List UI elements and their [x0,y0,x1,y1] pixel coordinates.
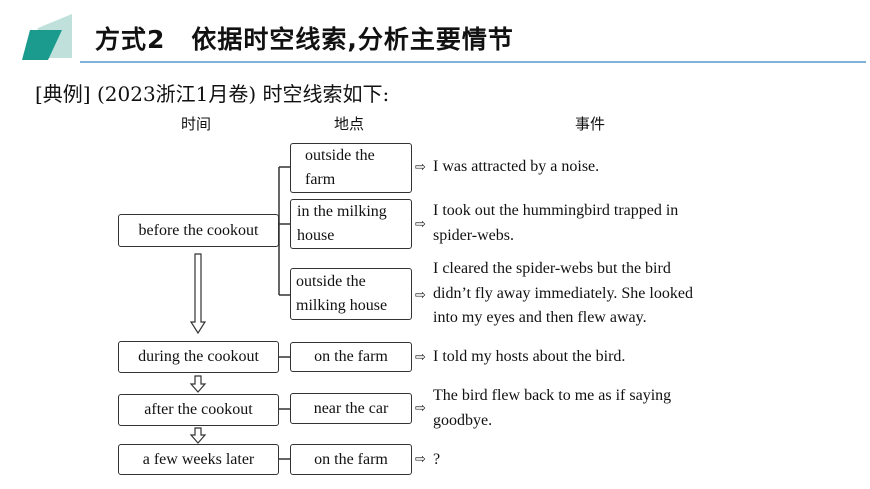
event-line: goodbye. [433,411,493,429]
column-header-event: 事件 [575,115,606,133]
down-arrow-long [189,253,207,335]
place-box-outside-farm: outside the farm [290,143,412,193]
place-box-milking-house: in the milking house [290,199,412,249]
time-label: after the cookout [144,401,253,418]
event-text: I was attracted by a noise. [433,155,599,180]
event-text: I took out the hummingbird trapped in sp… [433,199,678,248]
right-arrow-icon: ⇨ [415,160,426,175]
time-box-during: during the cookout [118,341,279,373]
event-text: I told my hosts about the bird. [433,345,625,370]
event-text: The bird flew back to me as if saying go… [433,384,671,433]
place-line: outside the [305,147,375,164]
event-line: didn’t fly away immediately. She looked [433,284,693,302]
place-label: on the farm [314,348,388,365]
place-box-later: on the farm [290,444,412,475]
place-label: near the car [313,399,389,417]
time-box-after: after the cookout [118,394,279,426]
event-line: I cleared the spider-webs but the bird [433,260,671,277]
column-header-time: 时间 [181,115,212,133]
time-label: a few weeks later [142,450,255,468]
place-line: in the milking [297,203,387,220]
event-line: spider-webs. [433,226,514,244]
event-line: into my eyes and then flew away. [433,309,647,326]
place-line: house [297,227,335,244]
event-line: I took out the hummingbird trapped in [433,202,679,219]
bracket-lines [278,166,290,460]
event-line: I was attracted by a noise. [433,158,600,175]
time-label: during the cookout [138,348,259,365]
place-box-outside-milking-house: outside the milking house [290,268,412,320]
right-arrow-icon: ⇨ [415,350,426,365]
right-arrow-icon: ⇨ [415,288,426,303]
right-arrow-icon: ⇨ [415,452,426,467]
time-box-before: before the cookout [118,214,279,247]
place-line: farm [305,171,336,188]
place-line: outside the [296,273,366,290]
right-arrow-icon: ⇨ [415,401,426,416]
header-accent-dark [22,30,62,60]
place-box-during: on the farm [290,342,412,372]
place-box-after: near the car [290,393,412,424]
event-text: I cleared the spider-webs but the bird d… [433,257,693,331]
section-title: 方式2 依据时空线索,分析主要情节 [95,25,514,54]
column-header-place: 地点 [334,115,365,133]
place-line: milking house [296,297,388,314]
down-arrow-short-2 [189,427,207,444]
example-intro: [典例] (2023浙江1月卷) 时空线索如下: [35,82,390,106]
place-label: on the farm [314,450,388,468]
time-box-later: a few weeks later [118,444,279,475]
event-line: ? [433,451,441,468]
right-arrow-icon: ⇨ [415,217,426,232]
event-line: The bird flew back to me as if saying [433,387,672,404]
event-line: I told my hosts about the bird. [433,348,626,365]
down-arrow-short-1 [189,375,207,393]
event-text: ? [433,448,440,473]
time-label: before the cookout [138,221,259,239]
